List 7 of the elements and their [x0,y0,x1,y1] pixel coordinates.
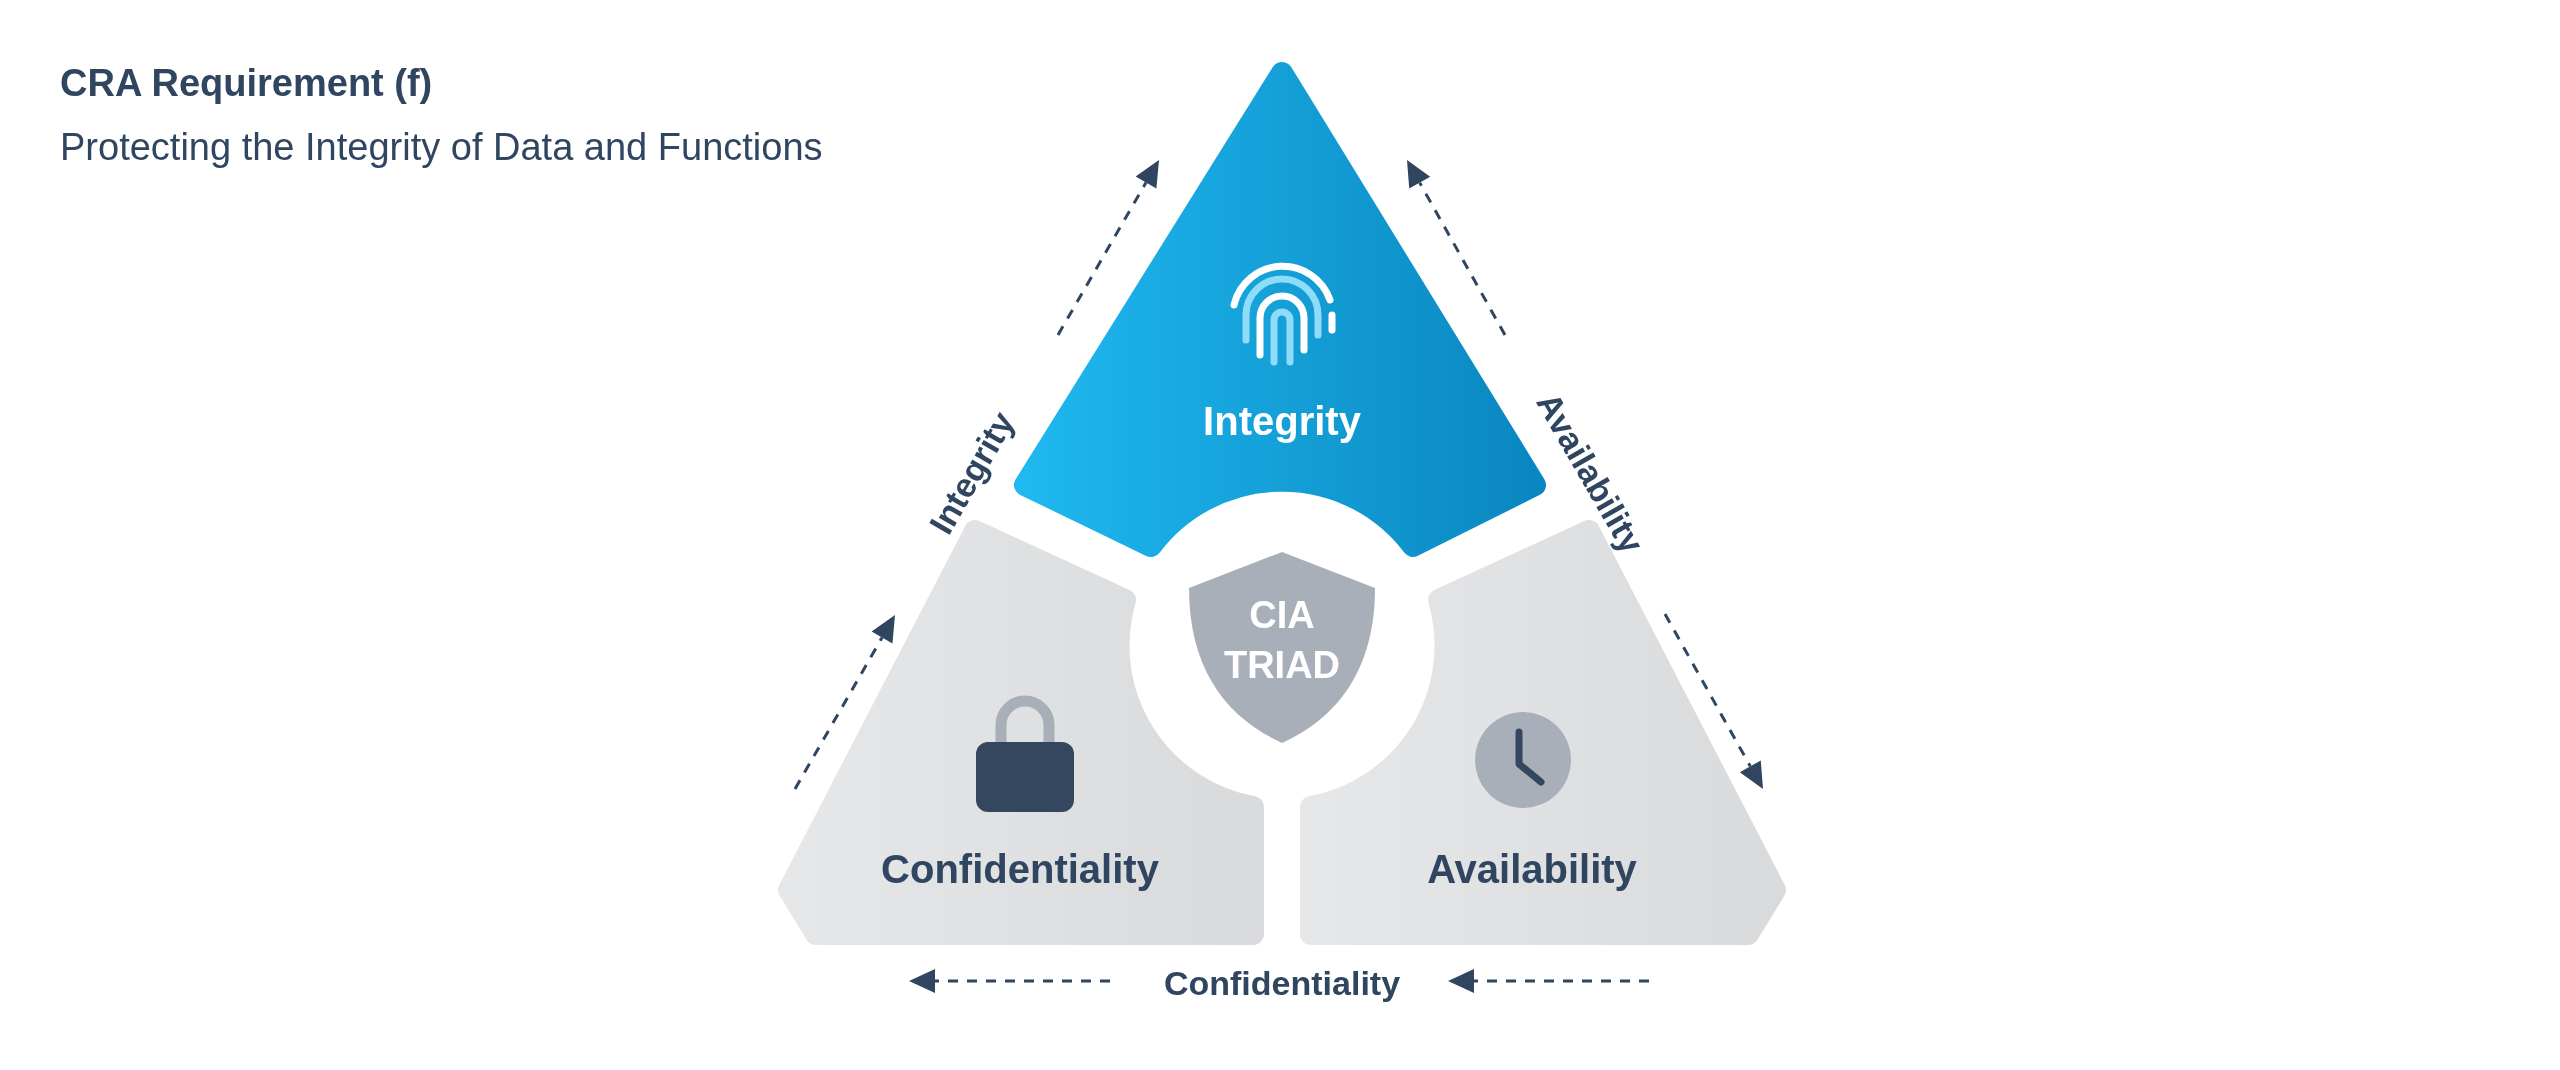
title: CRA Requirement (f) [60,62,433,105]
segment-label: Availability [1427,846,1637,892]
shield-label: CIA TRIAD [1222,593,1342,688]
segment-label: Integrity [1203,398,1361,444]
side-label: Confidentiality [1163,963,1401,1003]
subtitle: Protecting the Integrity of Data and Functions [60,125,824,170]
segment-label: Confidentiality [881,846,1159,892]
